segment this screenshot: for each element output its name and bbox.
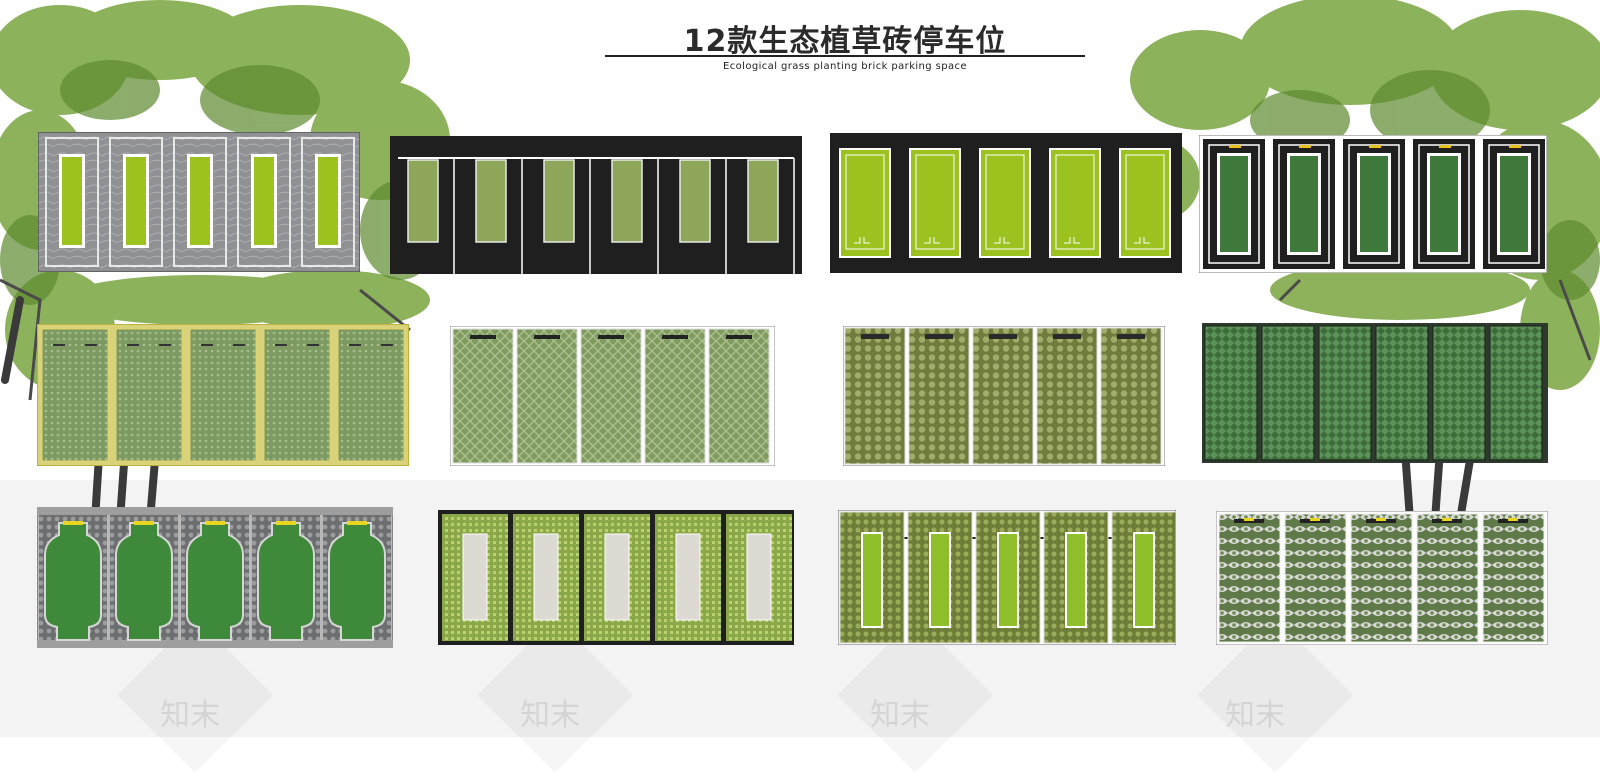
parking-panel-black-white-border (1199, 135, 1547, 273)
parking-panel-black-olive (390, 136, 802, 274)
parking-panel-white-lattice (1216, 511, 1548, 645)
page-subtitle: Ecological grass planting brick parking … (723, 61, 967, 72)
parking-panel-green-grid-concrete (438, 510, 794, 645)
parking-panel-black-lime-framed (830, 133, 1182, 273)
page-title: 12款生态植草砖停车位 (683, 24, 1007, 59)
parking-panel-grey-hex-bottle (37, 507, 393, 648)
watermark-text: 知末 (870, 698, 930, 733)
tree-right-illustration (1120, 0, 1600, 520)
parking-panel-dark-green-tile (1202, 323, 1548, 463)
parking-panel-olive-lime-strip (838, 510, 1176, 645)
watermark-text: 知末 (1225, 698, 1285, 733)
watermark-text: 知末 (520, 698, 580, 733)
parking-panel-grey-stone (38, 132, 360, 272)
parking-panel-olive-hexagon (843, 326, 1165, 466)
watermark-text: 知末 (160, 698, 220, 733)
parking-panel-green-diamond (450, 326, 775, 466)
title-underline (605, 55, 1085, 57)
parking-panel-green-grid-yellow (37, 324, 409, 466)
